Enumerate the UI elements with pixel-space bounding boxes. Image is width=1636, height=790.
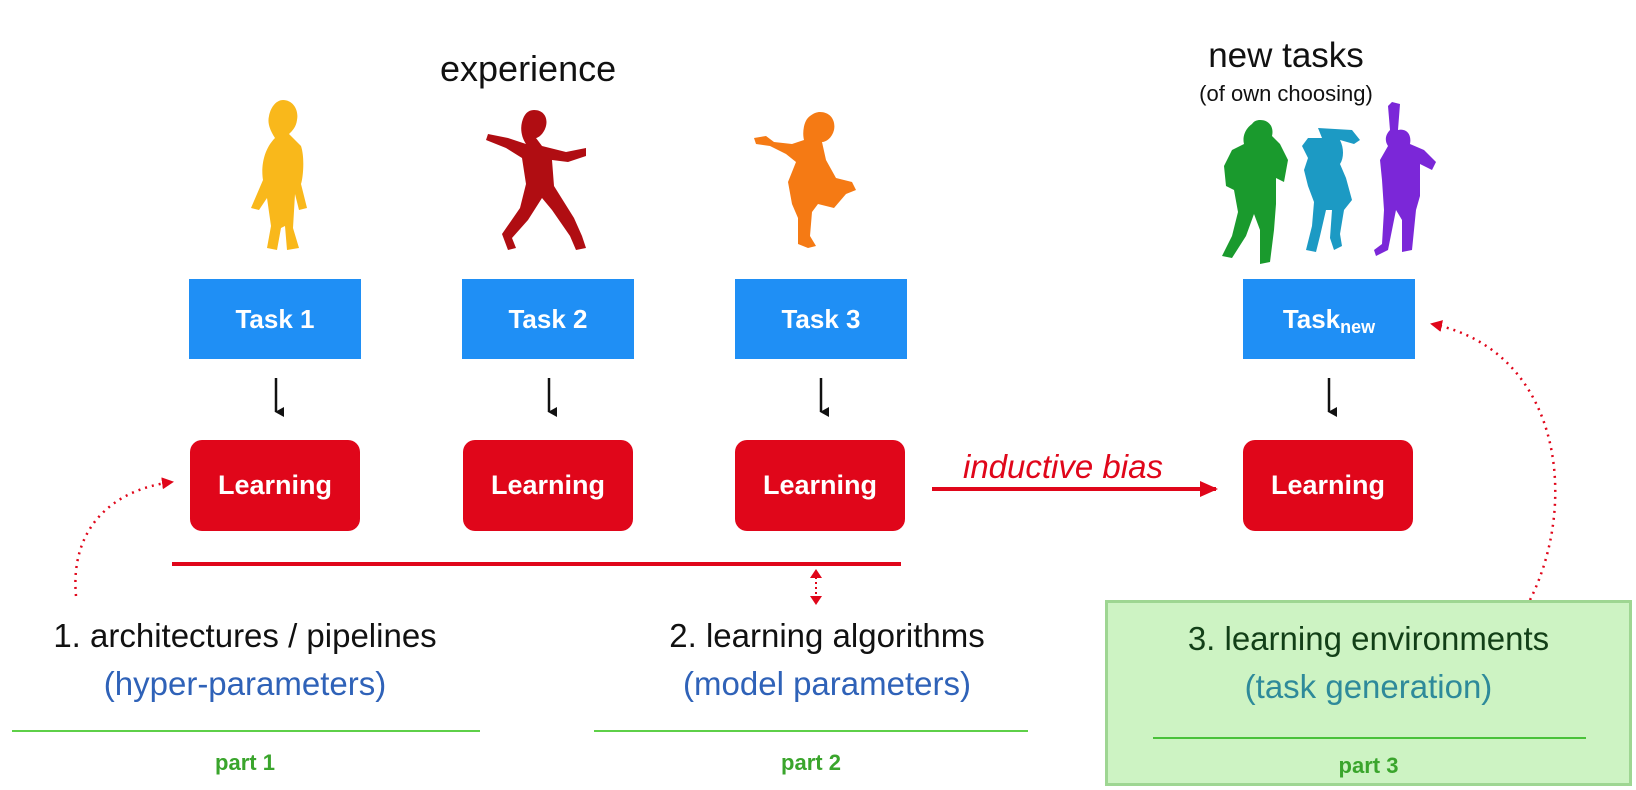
part3-label: part 3 [1338,753,1399,778]
inductive-bias-label: inductive bias [963,448,1163,485]
learning-label-1: Learning [217,470,332,500]
caption-part2-title: 2. learning algorithms [669,617,985,654]
caption-part2-sub: (model parameters) [683,665,971,702]
child-figure-darkred [486,110,586,250]
rule-part2 [594,730,1028,732]
caption-part1-sub: (hyper-parameters) [103,665,387,702]
learning-label-3: Learning [762,470,877,500]
part3-panel: 3. learning environments (task generatio… [1105,600,1632,786]
child-figure-yellow [251,100,307,250]
learning-box-new: Learning [1243,440,1413,531]
dotted-curve-part3 [1430,320,1557,601]
task-1-label: Task 1 [235,303,315,334]
caption-part1-title: 1. architectures / pipelines [53,617,437,654]
dotted-arrowhead-down [810,596,822,605]
caption-part1: 1. architectures / pipelines (hyper-para… [0,612,490,708]
rule-part3 [1153,737,1586,739]
caption-part3-title: 3. learning environments [1187,620,1550,657]
rule-part1 [12,730,480,732]
task-3-box: Task 3 [735,279,907,359]
new-tasks-label: new tasks [1208,36,1364,75]
learning-box-2: Learning [463,440,633,531]
child-figure-orange [754,112,856,248]
part1-label: part 1 [215,750,275,775]
new-tasks-sub: (of own choosing) [1199,81,1373,106]
caption-part3: 3. learning environments (task generatio… [1108,615,1629,711]
learning-box-3: Learning [735,440,905,531]
caption-part3-sub: (task generation) [1244,668,1493,705]
part2-label: part 2 [781,750,841,775]
task-2-label: Task 2 [508,303,588,334]
learning-box-1: Learning [190,440,360,531]
task-new-subscript: new [1340,316,1376,337]
task-2-box: Task 2 [462,279,634,359]
dotted-curve-part1 [74,477,174,597]
dancer-figure-purple [1374,102,1436,256]
experience-label: experience [440,48,617,89]
dotted-arrowhead-up [810,569,822,578]
dancer-figure-green [1222,120,1288,264]
task-new-label: Task [1282,303,1341,334]
task-1-box: Task 1 [189,279,361,359]
dancer-figure-blue [1302,128,1360,252]
task-3-label: Task 3 [781,303,861,334]
learning-label-new: Learning [1270,470,1385,500]
caption-part2: 2. learning algorithms (model parameters… [600,612,1054,708]
learning-label-2: Learning [490,470,605,500]
